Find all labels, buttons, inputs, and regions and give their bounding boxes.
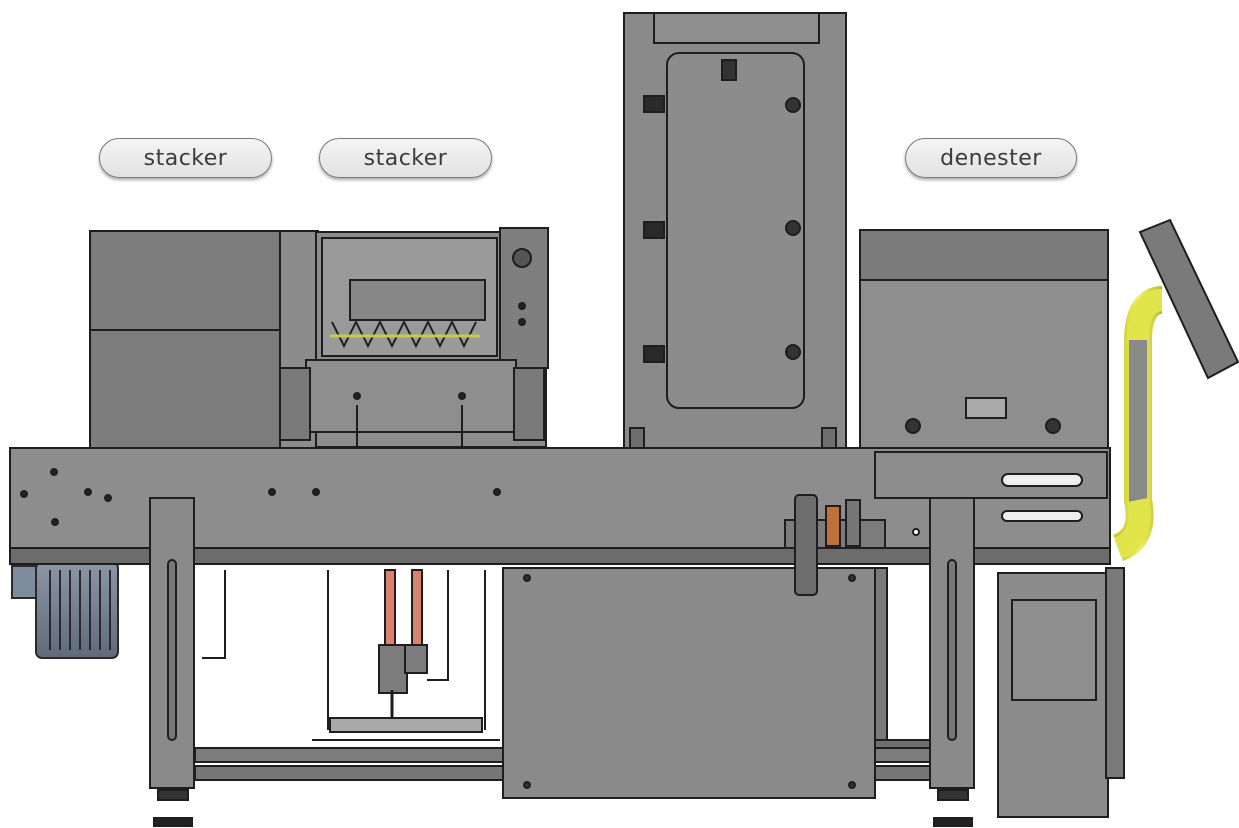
center-tall-cabinet [623,12,847,469]
air-regulator [784,494,886,596]
denester-label: denester [905,138,1077,178]
motor [11,561,119,659]
denester-unit [859,229,1109,449]
right-lower-box [997,567,1125,818]
lift-mechanism [202,569,500,741]
center-cabinet [502,567,936,799]
frame-legs [149,497,975,827]
stacker-right-unit [279,227,549,448]
hmi-arm [1111,218,1239,562]
stacker-left-label: stacker [99,138,272,178]
stacker-right-label: stacker [319,138,492,178]
